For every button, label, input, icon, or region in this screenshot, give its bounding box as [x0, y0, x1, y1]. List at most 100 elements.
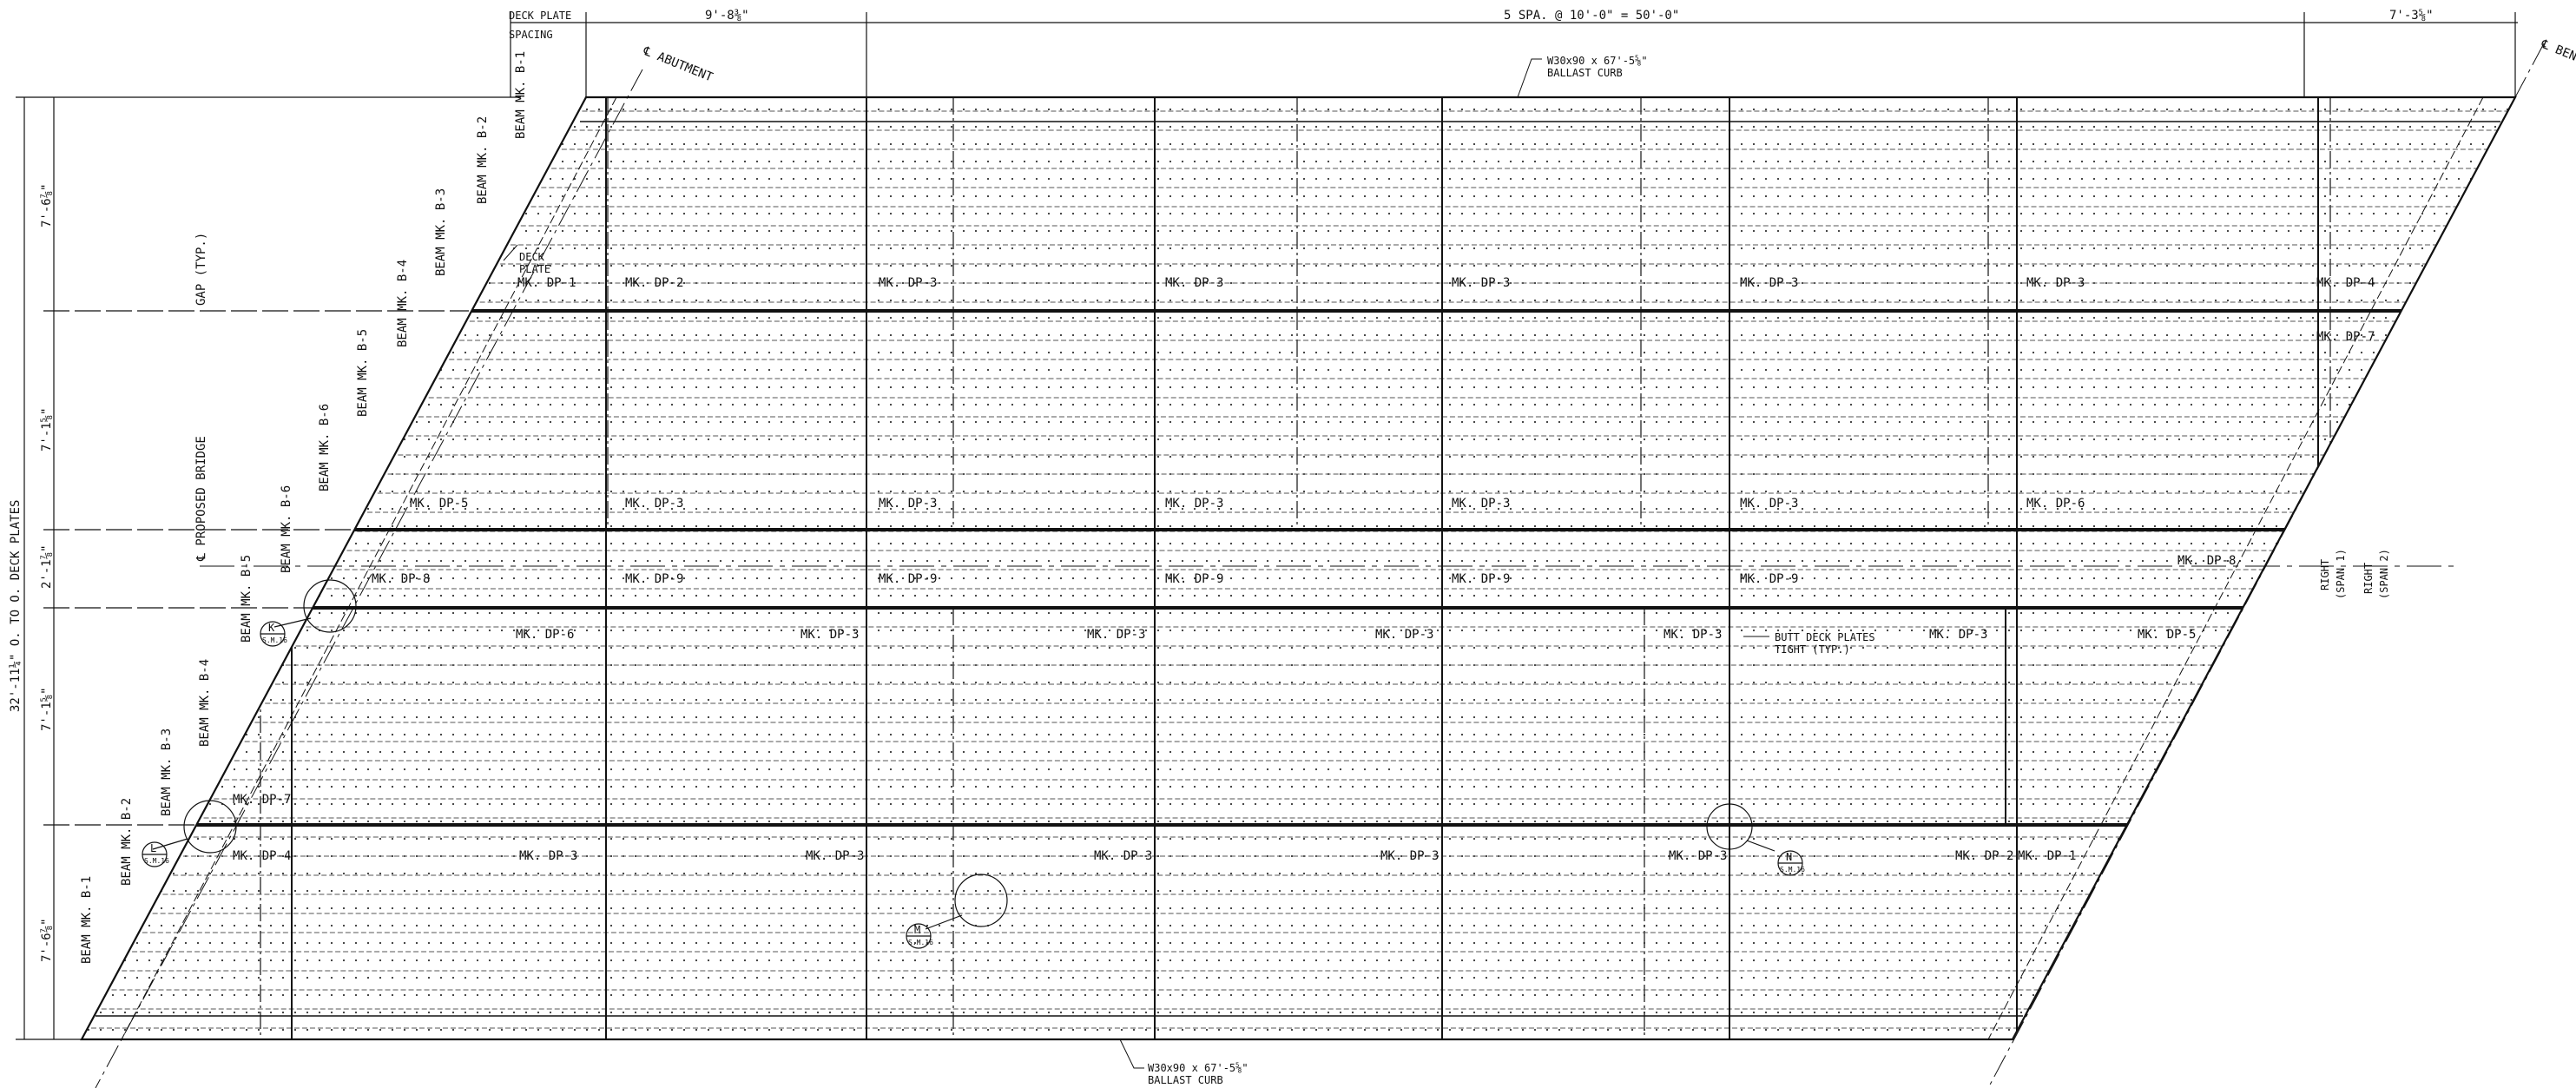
- plate-mark: MK. DP-1: [2018, 849, 2076, 863]
- plate-mark: MK. DP-3: [2026, 276, 2085, 290]
- plate-marks-row-4: MK. DP-6 MK. DP-3 MK. DP-3 MK. DP-3 MK. …: [516, 628, 2196, 642]
- detail-l-sheet: S.M.16: [144, 857, 169, 865]
- plate-mark: MK. DP-3: [1087, 628, 1145, 642]
- beam-label: BEAM MK. B-3: [434, 188, 448, 276]
- plate-marks-row-5: MK. DP-7 MK. DP-4 MK. DP-3 MK. DP-3 MK. …: [233, 793, 2076, 863]
- deck-plate-joints: [291, 97, 2319, 1039]
- dimension-d5: 7'-6⅞": [40, 918, 54, 962]
- bent-centerline-label: ℄ BENT: [2539, 36, 2576, 67]
- beam-labels-top-half: BEAM MK. B-1 BEAM MK. B-2 BEAM MK. B-3 B…: [318, 51, 528, 491]
- dimension-d1: 7'-6⅞": [40, 183, 54, 227]
- beam-label: BEAM MK. B-2: [476, 116, 490, 204]
- dimension-first-bay: 9'-8⅜": [705, 9, 749, 23]
- plate-mark: MK. DP-3: [1165, 497, 1223, 511]
- plate-mark: MK. DP-3: [879, 276, 937, 290]
- dimension-d2: 7'-1⅝": [40, 407, 54, 452]
- plate-mark: MK. DP-1: [517, 276, 576, 290]
- plate-mark: MK. DP-9: [1165, 572, 1223, 586]
- overall-width-dimension: 32'-11¼" O. TO O. DECK PLATES: [9, 500, 23, 712]
- abutment-centerline-label: ℄ ABUTMENT: [641, 43, 715, 84]
- beam-label: BEAM MK. B-6: [318, 404, 332, 491]
- deck-plate-spacing-label: DECK PLATE: [509, 10, 571, 22]
- plate-mark: MK. DP-3: [1375, 628, 1433, 642]
- plate-mark: MK. DP-3: [879, 497, 937, 511]
- beam-label: BEAM MK. B-4: [198, 659, 212, 747]
- curb-leaders: [1119, 58, 1542, 1069]
- top-dimension: [510, 12, 2518, 97]
- beam-label: BEAM MK. B-2: [120, 798, 134, 886]
- plate-mark: MK. DP-2: [1955, 849, 2013, 863]
- butt-deck-plates-label: BUTT DECK PLATES: [1775, 631, 1875, 643]
- plate-mark: MK. DP-2: [625, 276, 683, 290]
- right-span-1-label: RIGHT: [2319, 559, 2331, 590]
- detail-m-letter: M: [914, 924, 920, 936]
- plate-mark: MK. DP-3: [1452, 276, 1510, 290]
- plate-mark: MK. DP-5: [2138, 628, 2196, 642]
- plate-mark: MK. DP-4: [233, 849, 291, 863]
- right-span-2-label: RIGHT: [2362, 563, 2375, 594]
- dimension-d4: 7'-1⅝": [40, 687, 54, 731]
- ballast-curb-top-size: W30x90 x 67'-5⅝": [1547, 55, 1648, 67]
- plate-mark: MK. DP-3: [1380, 849, 1439, 863]
- plate-mark: MK. DP-3: [1094, 849, 1152, 863]
- beam-label: BEAM MK. B-5: [240, 555, 254, 643]
- plate-mark: MK. DP-4: [2316, 276, 2375, 290]
- deck-plate-label: DECK: [519, 251, 545, 263]
- plate-mark: MK. DP-7: [2316, 330, 2375, 344]
- detail-k-sheet: S.M.16: [262, 636, 287, 644]
- plate-mark: MK. DP-3: [1664, 628, 1722, 642]
- plate-marks-row-3: MK. DP-8 MK. DP-9 MK. DP-9 MK. DP-9 MK. …: [372, 554, 2236, 586]
- plate-mark: MK. DP-3: [1740, 276, 1798, 290]
- plate-mark: MK. DP-6: [2026, 497, 2085, 511]
- plate-mark: MK. DP-9: [1740, 572, 1798, 586]
- dimension-typical-bays: 5 SPA. @ 10'-0" = 50'-0": [1504, 9, 1679, 23]
- beam-label: BEAM MK. B-4: [396, 260, 410, 347]
- gap-typ-label: GAP (TYP.): [194, 233, 208, 306]
- plate-marks-row-1: MK. DP-1 MK. DP-2 MK. DP-3 MK. DP-3 MK. …: [517, 276, 2375, 344]
- plate-mark: MK. DP-8: [372, 572, 430, 586]
- plate-mark: MK. DP-3: [800, 628, 859, 642]
- beam-label: BEAM MK. B-1: [80, 876, 94, 964]
- plate-mark: MK. DP-3: [1740, 497, 1798, 511]
- plate-mark: MK. DP-7: [233, 793, 291, 807]
- plate-mark: MK. DP-9: [879, 572, 937, 586]
- plate-marks-row-2: MK. DP-5 MK. DP-3 MK. DP-3 MK. DP-3 MK. …: [410, 497, 2085, 511]
- plate-mark: MK. DP-3: [1165, 276, 1223, 290]
- plate-mark: MK. DP-3: [519, 849, 577, 863]
- butt-deck-plates-label: TIGHT (TYP.): [1775, 643, 1850, 656]
- plate-mark: MK. DP-3: [806, 849, 864, 863]
- dimension-last-bay: 7'-3⅝": [2389, 9, 2434, 23]
- plate-mark: MK. DP-3: [1929, 628, 1987, 642]
- right-span-2-label: (SPAN 2): [2378, 549, 2390, 599]
- ballast-curb-top-label: BALLAST CURB: [1547, 67, 1623, 79]
- beam-gap-lines: [196, 309, 2401, 827]
- right-span-1-label: (SPAN 1): [2335, 549, 2347, 599]
- plate-mark: MK. DP-3: [625, 497, 683, 511]
- beam-labels-bottom-half: BEAM MK. B-6 BEAM MK. B-5 BEAM MK. B-4 B…: [80, 485, 293, 964]
- beam-label: BEAM MK. B-1: [514, 51, 528, 139]
- plate-mark: MK. DP-9: [625, 572, 683, 586]
- plate-mark: MK. DP-6: [516, 628, 574, 642]
- beam-label: BEAM MK. B-6: [280, 485, 293, 573]
- ballast-curb-bottom-label: BALLAST CURB: [1148, 1074, 1223, 1086]
- detail-n-letter: N: [1786, 851, 1792, 863]
- deck-plate-spacing-label: SPACING: [509, 29, 553, 41]
- beam-label: BEAM MK. B-5: [356, 329, 370, 417]
- deck-plate-leader: [503, 244, 518, 261]
- left-dimensions: [16, 96, 521, 1040]
- beam-label: BEAM MK. B-3: [160, 729, 174, 816]
- ballast-curb-bottom-size: W30x90 x 67'-5⅝": [1148, 1062, 1248, 1074]
- proposed-bridge-centerline-label: ℄ PROPOSED BRIDGE: [194, 436, 208, 562]
- detail-callouts: [142, 579, 1803, 949]
- detail-l-letter: L: [150, 842, 156, 854]
- detail-m-sheet: S.M.16: [908, 939, 933, 946]
- plate-mark: MK. DP-8: [2177, 554, 2236, 568]
- dimension-d3: 2'-1⅞": [40, 544, 54, 589]
- plate-mark: MK. DP-3: [1452, 497, 1510, 511]
- plate-mark: MK. DP-5: [410, 497, 468, 511]
- detail-k-letter: K: [268, 622, 275, 634]
- deck-plate-label: PLATE: [519, 263, 550, 275]
- plate-mark: MK. DP-9: [1452, 572, 1510, 586]
- detail-n-sheet: S.M.16: [1780, 866, 1805, 874]
